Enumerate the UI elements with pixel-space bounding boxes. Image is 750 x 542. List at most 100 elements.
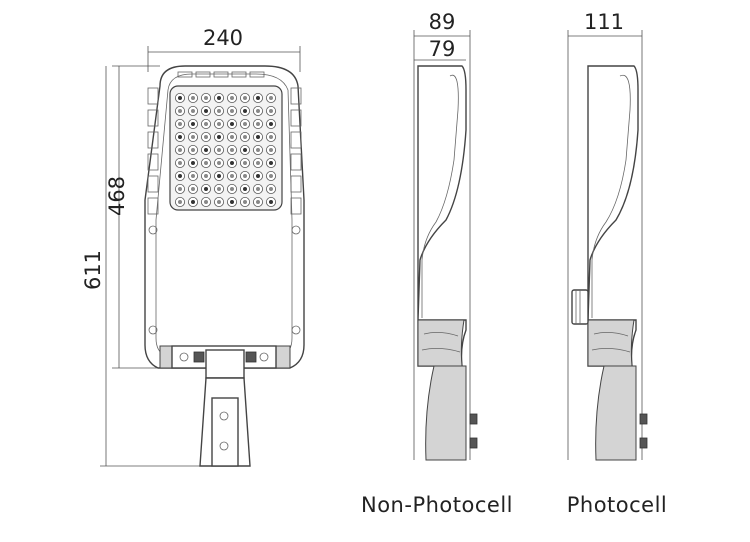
led-chip [256, 135, 260, 139]
led-chip [243, 122, 247, 126]
led-chip [230, 109, 234, 113]
led-chip [191, 187, 195, 191]
dimension-width-front: 240 [147, 26, 301, 72]
led-chip [256, 187, 260, 191]
side-profile-body [417, 65, 467, 367]
led-chip [243, 148, 247, 152]
led-chip [178, 161, 182, 165]
led-chip [217, 96, 221, 100]
led-chip [269, 161, 273, 165]
led-chip [217, 174, 221, 178]
dimension-depth-photocell: 111 [567, 10, 643, 460]
side-pole [425, 365, 467, 461]
photocell-receptacle [571, 289, 589, 325]
led-chip [204, 96, 208, 100]
caption-non-photocell: Non-Photocell [361, 493, 513, 517]
led-chip [243, 96, 247, 100]
led-chip [243, 174, 247, 178]
led-chip [191, 161, 195, 165]
led-chip [191, 148, 195, 152]
led-chip [217, 161, 221, 165]
led-module [169, 85, 283, 211]
led-chip [243, 200, 247, 204]
photocell-side-pole [595, 365, 637, 461]
led-chip [204, 161, 208, 165]
led-chip [269, 174, 273, 178]
led-chip [269, 135, 273, 139]
led-chip [256, 109, 260, 113]
led-chip [178, 174, 182, 178]
led-chip [217, 187, 221, 191]
led-chip [269, 96, 273, 100]
led-chip [256, 161, 260, 165]
led-chip [230, 161, 234, 165]
dimension-height-body: 468 [105, 65, 160, 369]
led-chip [191, 122, 195, 126]
led-chip [178, 187, 182, 191]
led-chip [191, 96, 195, 100]
dimension-depth-total: 89 [413, 10, 471, 460]
led-chip [230, 96, 234, 100]
led-chip [204, 122, 208, 126]
dimension-label-611: 611 [81, 250, 105, 290]
led-array [174, 93, 276, 207]
led-chip [230, 148, 234, 152]
led-chip [178, 109, 182, 113]
led-chip [243, 161, 247, 165]
led-chip [230, 122, 234, 126]
led-chip [269, 148, 273, 152]
led-chip [230, 200, 234, 204]
led-chip [256, 148, 260, 152]
led-chip [204, 187, 208, 191]
led-chip [204, 200, 208, 204]
caption-photocell: Photocell [567, 493, 668, 517]
photocell-side-profile-body [587, 65, 639, 367]
mounting-bracket [159, 345, 291, 379]
led-chip [217, 148, 221, 152]
led-chip [217, 200, 221, 204]
led-chip [230, 174, 234, 178]
led-chip [243, 187, 247, 191]
led-chip [178, 96, 182, 100]
led-chip [256, 174, 260, 178]
led-chip [191, 109, 195, 113]
side-view-non-photocell: 89 79 [413, 10, 478, 461]
led-chip [178, 122, 182, 126]
led-chip [256, 200, 260, 204]
pole-spigot [199, 377, 251, 467]
led-chip [269, 187, 273, 191]
led-chip [243, 109, 247, 113]
led-chip [243, 135, 247, 139]
led-chip [217, 122, 221, 126]
led-chip [178, 200, 182, 204]
led-chip [191, 135, 195, 139]
led-chip [230, 135, 234, 139]
dimension-label-79: 79 [429, 37, 456, 61]
led-chip [269, 200, 273, 204]
led-chip [269, 122, 273, 126]
led-chip [217, 109, 221, 113]
dimension-label-468: 468 [105, 176, 129, 216]
led-chip [256, 96, 260, 100]
led-chip [230, 187, 234, 191]
led-chip [256, 122, 260, 126]
cooling-fins-right [290, 87, 302, 335]
led-chip [217, 135, 221, 139]
dimension-depth-body: 79 [414, 37, 466, 61]
led-chip [178, 148, 182, 152]
led-chip [204, 135, 208, 139]
led-chip [204, 109, 208, 113]
led-chip [191, 174, 195, 178]
front-view: 240 468 611 [81, 26, 305, 467]
led-chip [204, 174, 208, 178]
led-chip [178, 135, 182, 139]
dimension-label-240: 240 [203, 26, 243, 50]
cooling-fins-left [147, 87, 159, 335]
led-chip [204, 148, 208, 152]
side-view-photocell: 111 [567, 10, 648, 461]
led-chip [269, 109, 273, 113]
dimension-height-total: 611 [81, 66, 210, 467]
dimension-label-89: 89 [429, 10, 456, 34]
dimension-label-111: 111 [584, 10, 624, 34]
